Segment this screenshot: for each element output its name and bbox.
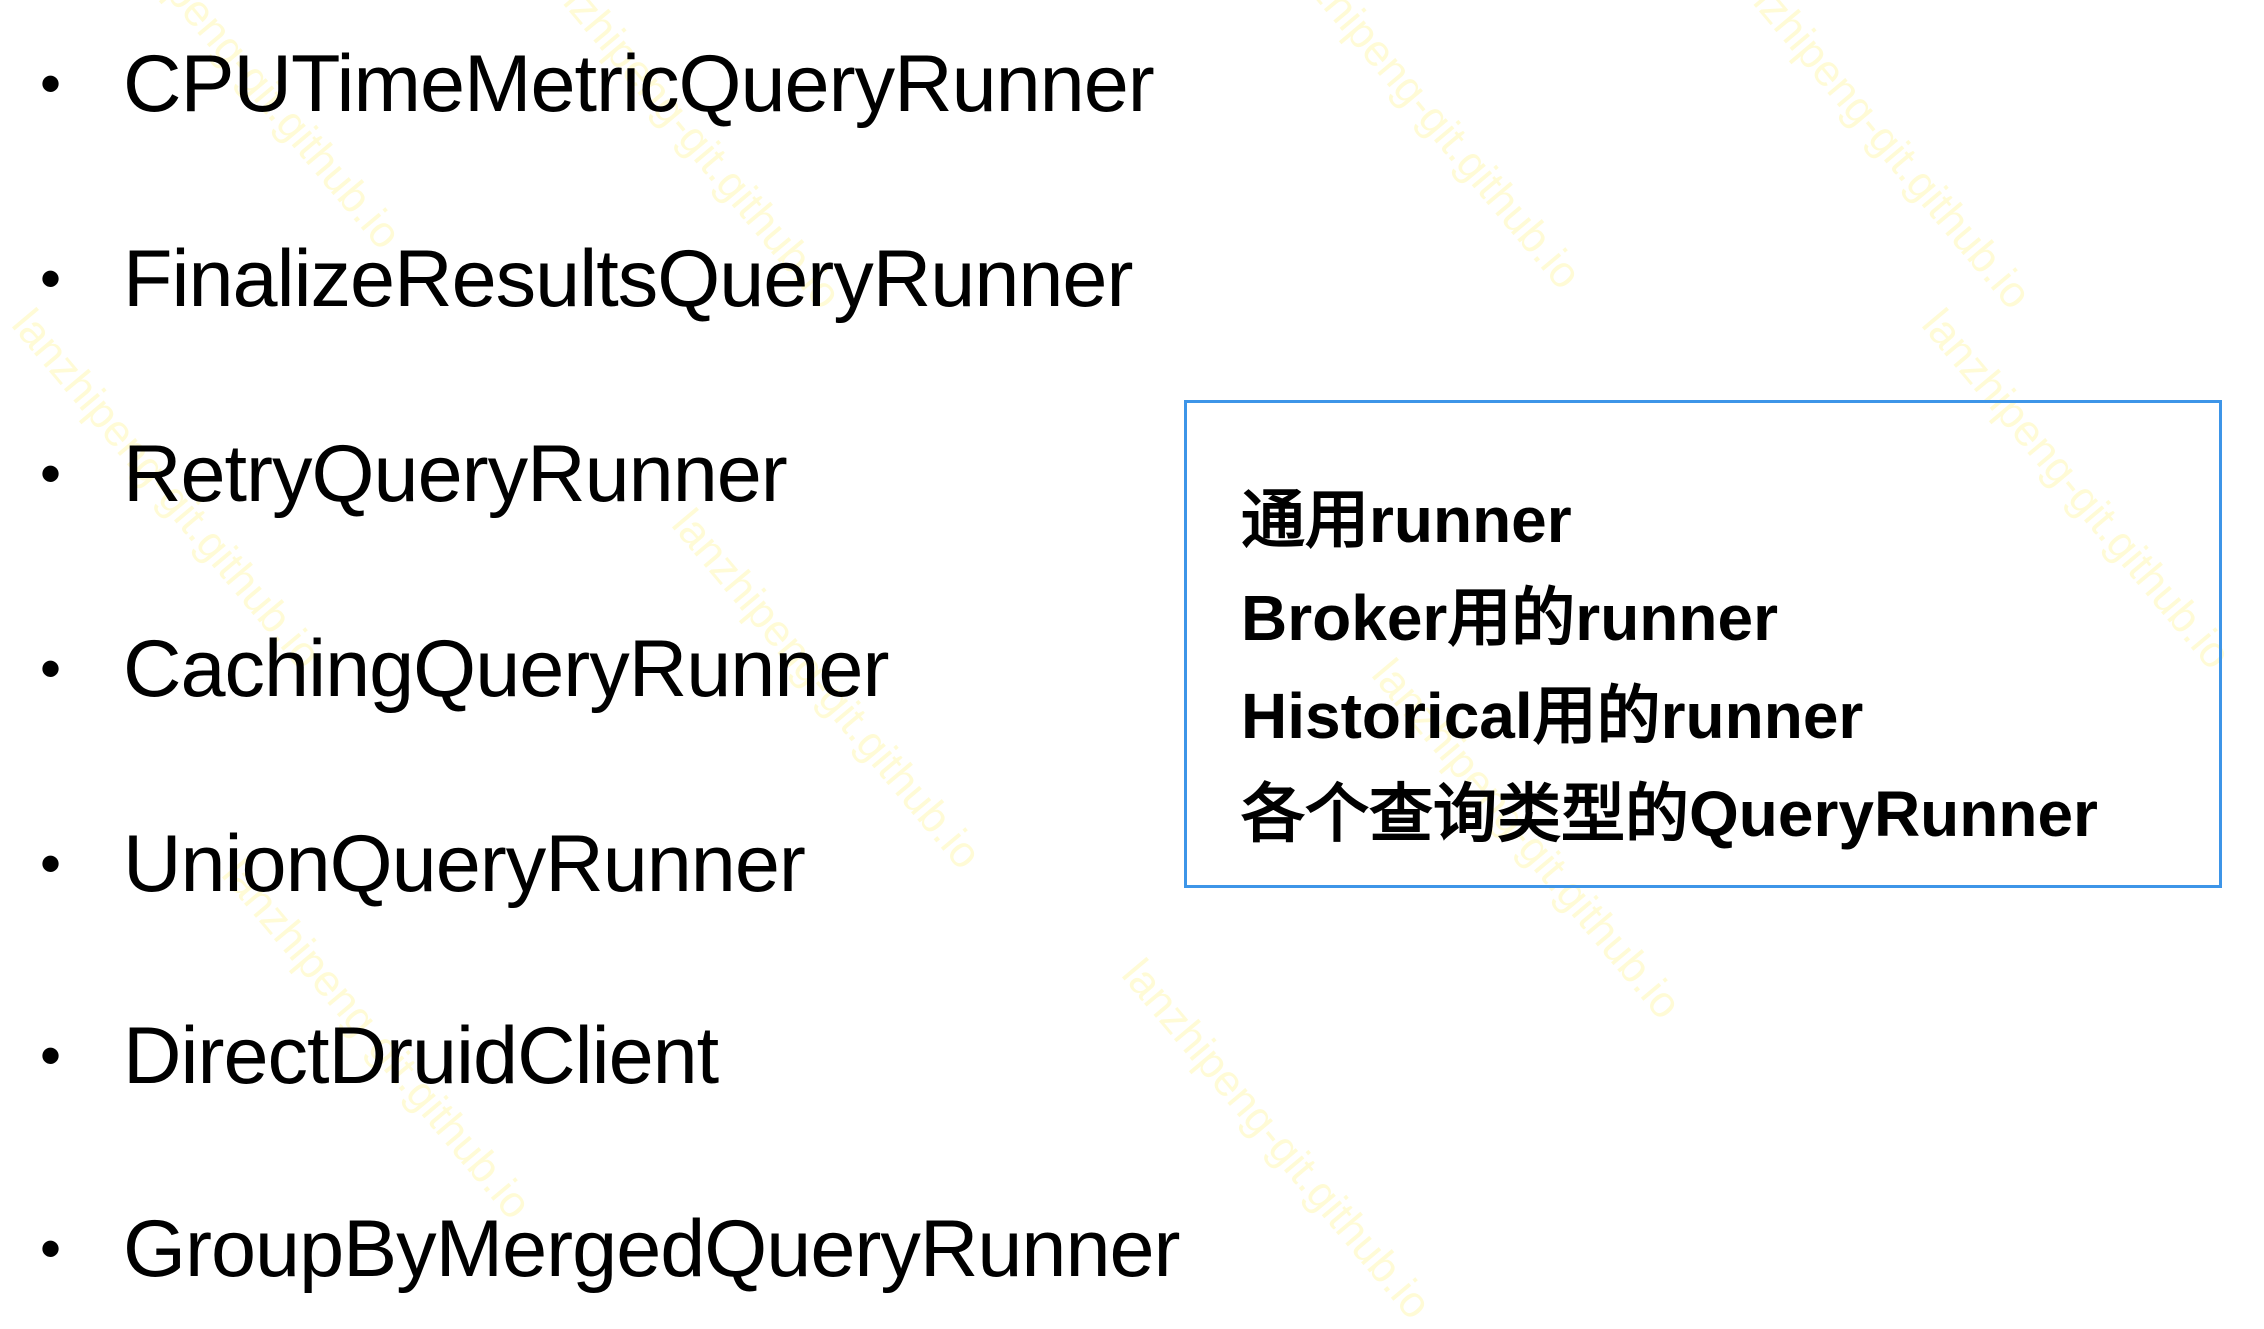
list-item-label: FinalizeResultsQueryRunner xyxy=(123,233,1133,324)
note-line: 各个查询类型的QueryRunner xyxy=(1241,778,2098,850)
list-item: • UnionQueryRunner xyxy=(40,814,806,914)
bullet-icon: • xyxy=(40,635,62,702)
bullet-icon: • xyxy=(40,830,62,897)
list-item-label: RetryQueryRunner xyxy=(123,428,788,519)
list-item-label: GroupByMergedQueryRunner xyxy=(123,1203,1181,1294)
list-item-label: UnionQueryRunner xyxy=(123,818,806,909)
note-line: Historical用的runner xyxy=(1241,680,1864,752)
watermark: lanzhipeng-git.github.io xyxy=(1262,0,1591,299)
list-item-label: CachingQueryRunner xyxy=(123,623,889,714)
bullet-icon: • xyxy=(40,245,62,312)
bullet-icon: • xyxy=(40,1215,62,1282)
list-item: • RetryQueryRunner xyxy=(40,424,788,524)
list-item: • DirectDruidClient xyxy=(40,1006,719,1106)
list-item: • CPUTimeMetricQueryRunner xyxy=(40,34,1155,134)
note-line: Broker用的runner xyxy=(1241,582,1778,654)
bullet-icon: • xyxy=(40,1022,62,1089)
list-item: • FinalizeResultsQueryRunner xyxy=(40,229,1133,329)
note-box: 通用runner Broker用的runner Historical用的runn… xyxy=(1184,400,2222,888)
list-item-label: CPUTimeMetricQueryRunner xyxy=(123,38,1155,129)
list-item: • CachingQueryRunner xyxy=(40,619,889,719)
note-line: 通用runner xyxy=(1241,484,1572,556)
list-item-label: DirectDruidClient xyxy=(123,1010,719,1101)
bullet-icon: • xyxy=(40,50,62,117)
list-item: • GroupByMergedQueryRunner xyxy=(40,1199,1181,1299)
bullet-icon: • xyxy=(40,440,62,507)
watermark: lanzhipeng-git.github.io xyxy=(1712,0,2041,319)
